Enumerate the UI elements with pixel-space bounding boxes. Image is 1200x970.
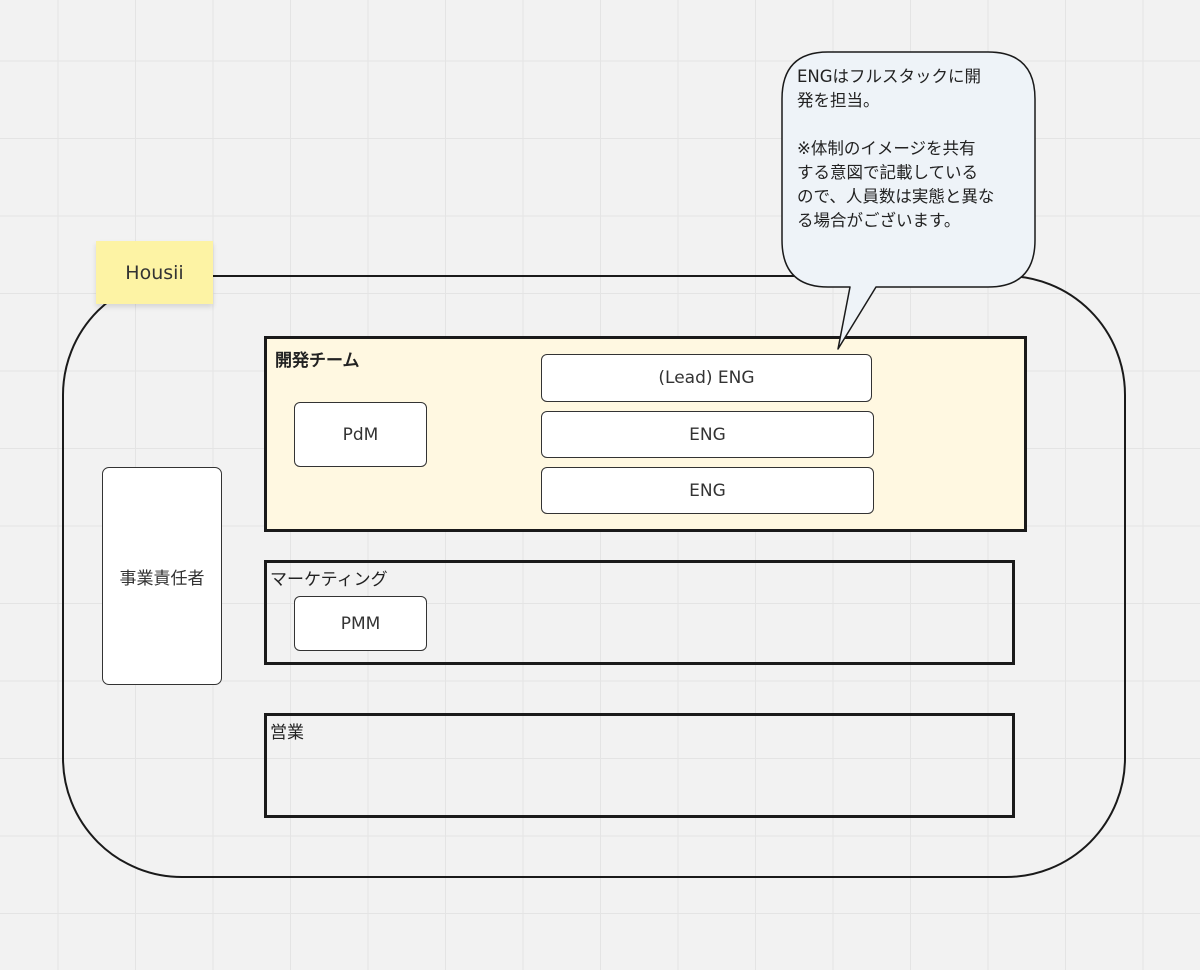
pdm-card[interactable]: PdM [294,402,427,467]
lead-eng-card[interactable]: (Lead) ENG [541,354,872,402]
callout-bubble-shape [781,51,1036,350]
eng-label-3: ENG [689,480,726,501]
sales-title: 営業 [270,723,304,743]
pdm-label: PdM [342,424,379,445]
marketing-group[interactable]: マーケティング [264,560,1015,665]
executive-card[interactable]: 事業責任者 [102,467,222,685]
pmm-card[interactable]: PMM [294,596,427,651]
eng-card-3[interactable]: ENG [541,467,874,514]
sticky-note-text: Housii [125,261,184,284]
eng-card-2[interactable]: ENG [541,411,874,458]
sticky-note-housii[interactable]: Housii [96,241,213,304]
lead-eng-label: (Lead) ENG [658,368,755,388]
dev-team-title: 開発チーム [275,351,360,371]
organization-frame[interactable] [62,275,1126,878]
sales-group[interactable]: 営業 [264,713,1015,818]
pmm-label: PMM [340,613,381,634]
marketing-title: マーケティング [270,570,388,590]
executive-label: 事業責任者 [119,568,205,589]
eng-label-2: ENG [689,424,726,445]
callout-text: ENGはフルスタックに開 発を担当。 ※体制のイメージを共有 する意図で記載して… [797,67,995,230]
